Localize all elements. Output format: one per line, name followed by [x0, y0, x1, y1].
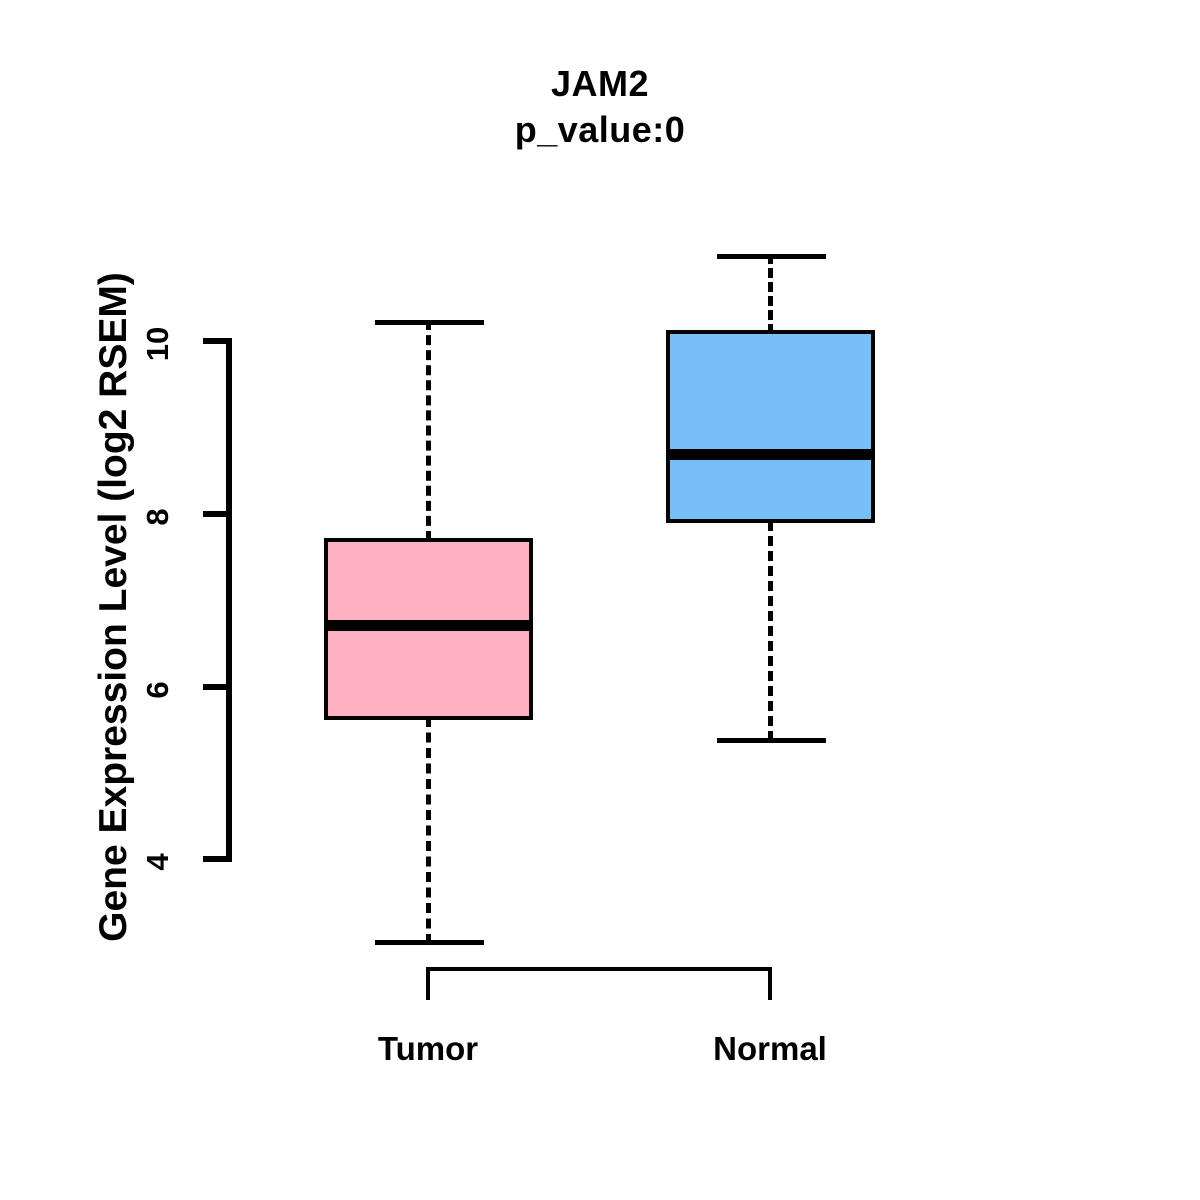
x-axis-bracket-leg-left [426, 967, 430, 1000]
y-axis-label: Gene Expression Level (log2 RSEM) [92, 272, 135, 942]
y-axis-tick-4 [203, 856, 232, 862]
y-axis-ticklabel-6: 6 [140, 681, 175, 699]
normal-upper-whisker [768, 254, 773, 334]
x-axis-bracket-leg-right [768, 967, 772, 1000]
normal-median-line [666, 449, 875, 460]
normal-lower-whisker [768, 521, 773, 741]
chart-subtitle: p_value:0 [514, 109, 686, 150]
tumor-lower-whisker-cap [375, 940, 484, 945]
tumor-upper-whisker [426, 320, 431, 541]
normal-lower-whisker-cap [717, 738, 826, 743]
x-axis-bracket [426, 967, 772, 971]
tumor-upper-whisker-cap [375, 320, 484, 325]
y-axis-ticklabel-8: 8 [140, 508, 175, 526]
x-axis-label-tumor: Tumor [377, 1030, 479, 1067]
normal-box [666, 330, 875, 523]
y-axis-ticklabel-10: 10 [140, 326, 175, 362]
chart-title-block: JAM2 p_value:0 [0, 62, 1200, 154]
y-axis-tick-10 [203, 338, 232, 344]
x-axis-label-normal: Normal [713, 1030, 827, 1067]
y-axis-tick-8 [203, 511, 232, 517]
page-title: JAM2 [550, 63, 650, 104]
normal-upper-whisker-cap [717, 254, 826, 259]
y-axis-ticklabel-4: 4 [140, 853, 175, 871]
tumor-median-line [324, 620, 533, 631]
y-axis-line [226, 338, 232, 860]
tumor-lower-whisker [426, 717, 431, 944]
y-axis-tick-6 [203, 684, 232, 690]
